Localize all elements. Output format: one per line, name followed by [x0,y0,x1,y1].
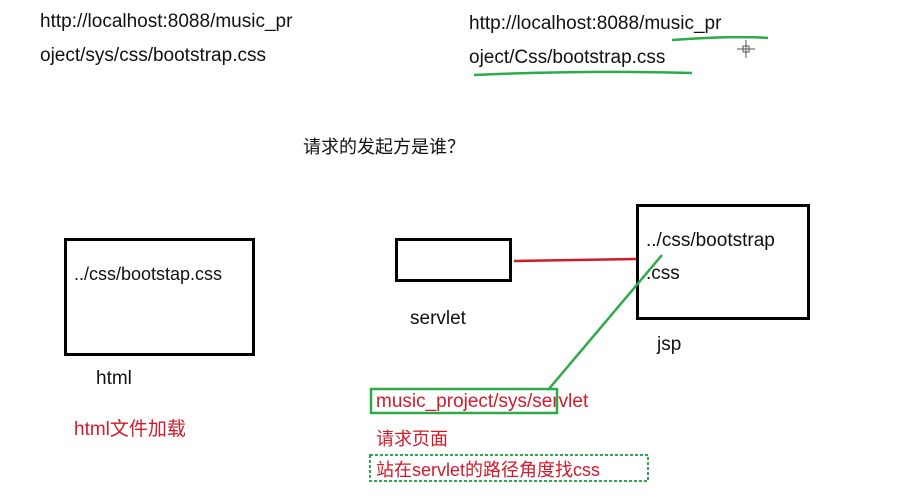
right-url-line1: http://localhost:8088/music_pr [469,13,722,34]
right-url-line2: oject/Css/bootstrap.css [469,47,666,68]
question-text: 请求的发起方是谁？ [303,137,465,157]
jsp-box-content-line1: ../css/bootstrap [646,230,775,251]
request-page-note: 请求页面 [376,429,448,449]
green-underline-top [671,35,769,42]
html-box [64,238,255,356]
jsp-caption: jsp [657,334,682,355]
servlet-path-note: music_project/sys/servlet [376,391,589,412]
left-url-line1: http://localhost:8088/music_pr [40,11,293,32]
html-load-note: html文件加载 [74,419,186,440]
green-underline-bottom [473,70,693,77]
find-css-note: 站在servlet的路径角度找css [376,460,601,480]
servlet-jsp-connector [513,257,637,263]
jsp-box [636,204,810,320]
html-caption: html [96,368,132,389]
cursor-crosshair-icon [737,40,755,58]
servlet-caption: servlet [410,308,466,329]
left-url-line2: oject/sys/css/bootstrap.css [40,45,266,66]
servlet-box [395,238,512,282]
jsp-box-content-line2: .css [646,263,680,284]
html-box-content: ../css/bootstap.css [74,264,223,284]
